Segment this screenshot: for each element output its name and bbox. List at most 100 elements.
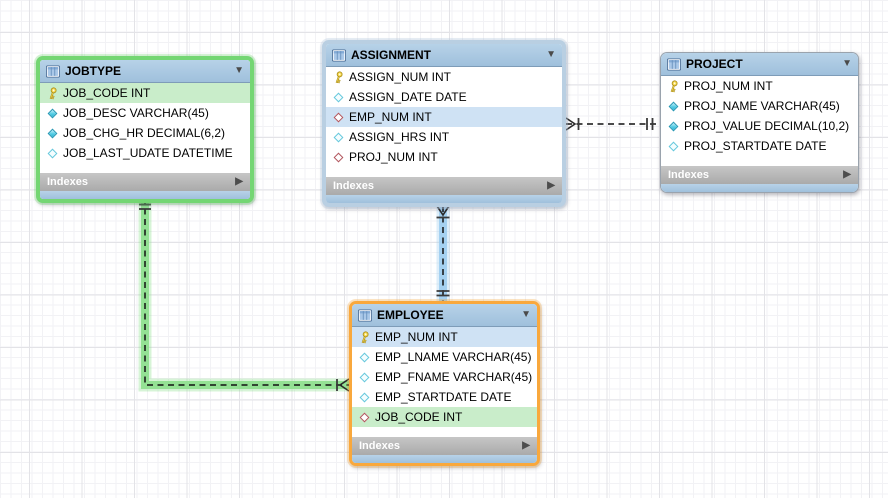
chevron-down-icon[interactable]: ▼ — [842, 58, 852, 69]
table-body-gap — [326, 167, 562, 177]
column-row-proj-startdate[interactable]: PROJ_STARTDATE DATE — [661, 136, 858, 156]
table-icon — [358, 308, 372, 322]
column-row-emp-num[interactable]: EMP_NUM INT — [326, 107, 562, 127]
column-row-job-chg-hr[interactable]: JOB_CHG_HR DECIMAL(6,2) — [40, 123, 250, 143]
table-title: ASSIGNMENT — [351, 48, 432, 62]
column-row-assign-num[interactable]: ASSIGN_NUM INT — [326, 67, 562, 87]
foreign-key-icon — [331, 110, 345, 124]
foreign-key-icon — [357, 410, 371, 424]
triangle-right-icon[interactable]: ▶ — [843, 169, 851, 180]
table-jobtype[interactable]: JOBTYPE ▼ JOB_CODE INT JOB_DESC VARCHAR(… — [36, 56, 254, 203]
column-label: PROJ_NAME VARCHAR(45) — [684, 99, 840, 113]
attribute-icon — [357, 350, 371, 364]
one-and-only-one-icon — [139, 203, 151, 210]
column-row-proj-name[interactable]: PROJ_NAME VARCHAR(45) — [661, 96, 858, 116]
chevron-down-icon[interactable]: ▼ — [234, 65, 244, 76]
column-row-job-code[interactable]: JOB_CODE INT — [40, 83, 250, 103]
primary-key-icon — [331, 70, 345, 84]
table-bottom-strip — [40, 191, 250, 199]
crow-foot-icon — [436, 205, 450, 217]
column-row-job-code[interactable]: JOB_CODE INT — [352, 407, 537, 427]
primary-key-icon — [666, 79, 680, 93]
column-label: EMP_FNAME VARCHAR(45) — [375, 370, 533, 384]
table-icon — [332, 48, 346, 62]
relationship-jobtype-employee[interactable] — [138, 198, 350, 392]
table-project[interactable]: PROJECT ▼ PROJ_NUM INT PROJ_NAME VARCHAR… — [660, 52, 859, 193]
attribute-icon — [45, 106, 59, 120]
indexes-bar[interactable]: Indexes ▶ — [661, 166, 858, 184]
column-row-emp-lname[interactable]: EMP_LNAME VARCHAR(45) — [352, 347, 537, 367]
column-label: JOB_DESC VARCHAR(45) — [63, 106, 209, 120]
column-label: JOB_CODE INT — [63, 86, 151, 100]
column-label: JOB_CHG_HR DECIMAL(6,2) — [63, 126, 226, 140]
column-label: PROJ_STARTDATE DATE — [684, 139, 827, 153]
indexes-bar[interactable]: Indexes ▶ — [352, 437, 537, 455]
crow-foot-icon — [565, 117, 577, 131]
column-row-emp-fname[interactable]: EMP_FNAME VARCHAR(45) — [352, 367, 537, 387]
column-label: PROJ_NUM INT — [349, 150, 438, 164]
attribute-icon — [45, 146, 59, 160]
foreign-key-icon — [331, 150, 345, 164]
table-bottom-strip — [352, 455, 537, 463]
triangle-right-icon[interactable]: ▶ — [547, 180, 555, 191]
primary-key-icon — [45, 86, 59, 100]
column-row-proj-num[interactable]: PROJ_NUM INT — [326, 147, 562, 167]
column-label: EMP_STARTDATE DATE — [375, 390, 512, 404]
column-label: JOB_LAST_UDATE DATETIME — [63, 146, 233, 160]
chevron-down-icon[interactable]: ▼ — [546, 49, 556, 60]
chevron-down-icon[interactable]: ▼ — [521, 309, 531, 320]
table-icon — [667, 57, 681, 71]
column-label: PROJ_NUM INT — [684, 79, 773, 93]
table-jobtype-header[interactable]: JOBTYPE ▼ — [40, 60, 250, 83]
indexes-label: Indexes — [668, 169, 709, 181]
table-body-gap — [661, 156, 858, 166]
table-assignment-header[interactable]: ASSIGNMENT ▼ — [326, 44, 562, 67]
attribute-icon — [666, 139, 680, 153]
attribute-icon — [357, 390, 371, 404]
column-row-job-desc[interactable]: JOB_DESC VARCHAR(45) — [40, 103, 250, 123]
crow-foot-icon — [338, 378, 350, 392]
column-row-assign-date[interactable]: ASSIGN_DATE DATE — [326, 87, 562, 107]
column-row-job-last-udate[interactable]: JOB_LAST_UDATE DATETIME — [40, 143, 250, 163]
column-label: JOB_CODE INT — [375, 410, 463, 424]
table-project-header[interactable]: PROJECT ▼ — [661, 53, 858, 76]
column-label: ASSIGN_DATE DATE — [349, 90, 467, 104]
column-label: EMP_NUM INT — [349, 110, 432, 124]
indexes-bar[interactable]: Indexes ▶ — [40, 173, 250, 191]
table-title: PROJECT — [686, 57, 743, 71]
attribute-icon — [331, 130, 345, 144]
column-row-proj-value[interactable]: PROJ_VALUE DECIMAL(10,2) — [661, 116, 858, 136]
column-row-emp-num[interactable]: EMP_NUM INT — [352, 327, 537, 347]
column-row-assign-hrs[interactable]: ASSIGN_HRS INT — [326, 127, 562, 147]
table-icon — [46, 64, 60, 78]
table-employee[interactable]: EMPLOYEE ▼ EMP_NUM INT EMP_LNAME VARCHAR… — [349, 301, 540, 466]
table-assignment[interactable]: ASSIGNMENT ▼ ASSIGN_NUM INT ASSIGN_DATE … — [322, 40, 566, 207]
indexes-bar[interactable]: Indexes ▶ — [326, 177, 562, 195]
attribute-icon — [357, 370, 371, 384]
attribute-icon — [331, 90, 345, 104]
table-employee-header[interactable]: EMPLOYEE ▼ — [352, 304, 537, 327]
indexes-label: Indexes — [333, 180, 374, 192]
attribute-icon — [45, 126, 59, 140]
relationship-assignment-employee[interactable] — [436, 205, 450, 301]
table-bottom-strip — [661, 184, 858, 192]
table-title: JOBTYPE — [65, 64, 122, 78]
one-and-only-one-icon — [646, 118, 654, 130]
table-body-gap — [352, 427, 537, 437]
column-label: EMP_NUM INT — [375, 330, 458, 344]
column-label: EMP_LNAME VARCHAR(45) — [375, 350, 532, 364]
table-body-gap — [40, 163, 250, 173]
column-label: PROJ_VALUE DECIMAL(10,2) — [684, 119, 850, 133]
triangle-right-icon[interactable]: ▶ — [522, 440, 530, 451]
triangle-right-icon[interactable]: ▶ — [235, 176, 243, 187]
one-and-only-one-icon — [436, 290, 450, 297]
indexes-label: Indexes — [359, 440, 400, 452]
primary-key-icon — [357, 330, 371, 344]
table-title: EMPLOYEE — [377, 308, 444, 322]
attribute-icon — [666, 119, 680, 133]
table-bottom-strip — [326, 195, 562, 203]
column-row-proj-num[interactable]: PROJ_NUM INT — [661, 76, 858, 96]
column-row-emp-startdate[interactable]: EMP_STARTDATE DATE — [352, 387, 537, 407]
relationship-assignment-project[interactable] — [565, 117, 660, 131]
